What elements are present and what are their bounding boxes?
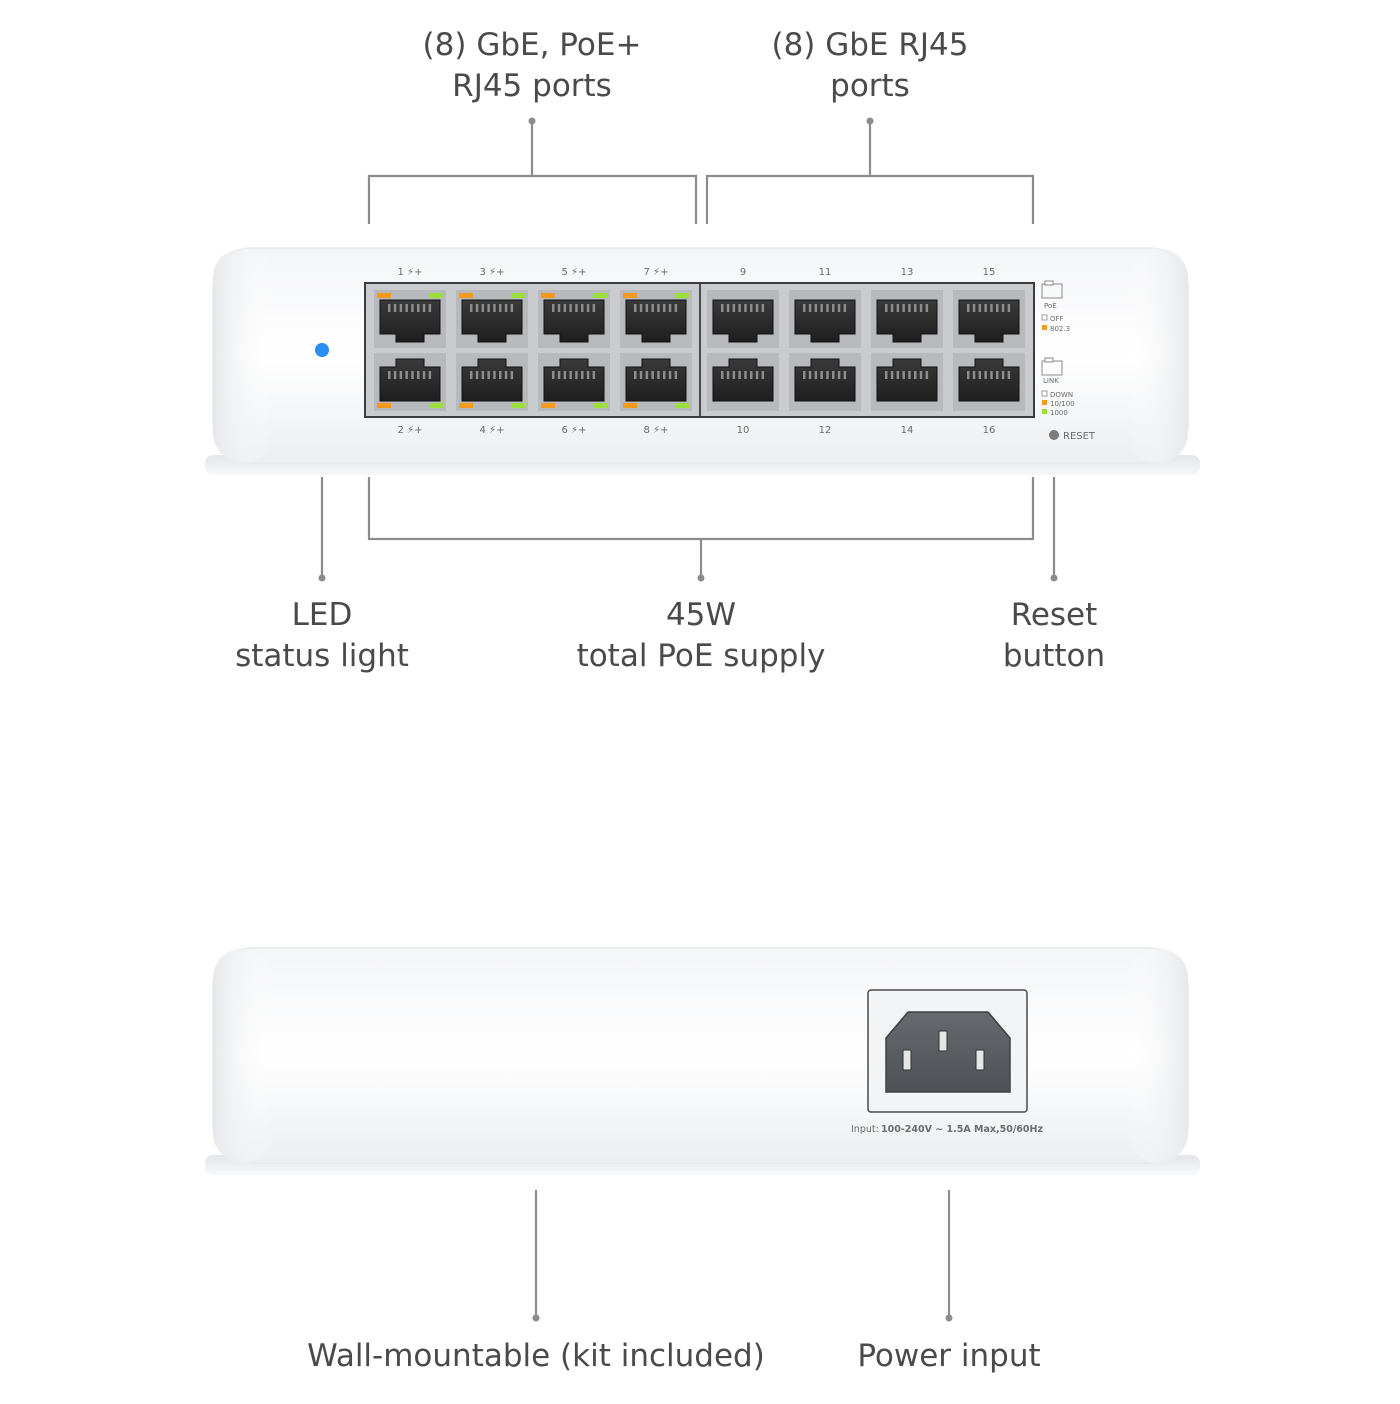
inlet-pin-center xyxy=(938,1030,948,1052)
port-led-speed xyxy=(623,293,637,298)
callout-poe-ports: (8) GbE, PoE+ RJ45 ports xyxy=(422,27,642,104)
port-led-link xyxy=(429,293,443,298)
rear-callout-lines xyxy=(532,1190,953,1322)
link-legend-down: DOWN xyxy=(1050,391,1073,399)
link-legend-10-100: 10/100 xyxy=(1050,400,1075,408)
status-led xyxy=(315,343,329,357)
port-led-link xyxy=(511,293,525,298)
inlet-pin-left xyxy=(902,1049,912,1071)
callout-gbe-ports: (8) GbE RJ45 ports xyxy=(771,27,969,104)
callout-reset-button: Reset button xyxy=(1002,597,1106,674)
port-led-link xyxy=(593,403,607,408)
poe-legend-title: PoE xyxy=(1044,302,1057,310)
port-label-1: 1 ⚡+ xyxy=(398,267,423,278)
callout-wall-mountable: Wall-mountable (kit included) xyxy=(307,1338,765,1374)
power-inlet-socket[interactable] xyxy=(885,1011,1011,1093)
poe-ports-bracket xyxy=(367,174,698,224)
port-led-speed xyxy=(541,293,555,298)
inlet-pin-right xyxy=(975,1049,985,1071)
rj45-port-10[interactable] xyxy=(707,353,779,411)
rj45-port-6[interactable] xyxy=(538,353,610,411)
poe-ports-leader-dot xyxy=(528,117,536,125)
port-label-16: 16 xyxy=(983,425,996,436)
rj45-port-1[interactable] xyxy=(374,290,446,348)
port-led-speed xyxy=(377,293,391,298)
port-label-7: 7 ⚡+ xyxy=(644,267,669,278)
port-label-14: 14 xyxy=(901,425,914,436)
link-legend-title: LINK xyxy=(1043,377,1059,385)
port-label-5: 5 ⚡+ xyxy=(562,267,587,278)
power-rating-value: 100-240V ~ 1.5A Max,50/60Hz xyxy=(881,1124,1043,1135)
port-label-8: 8 ⚡+ xyxy=(644,425,669,436)
rj45-port-15[interactable] xyxy=(953,290,1025,348)
callout-poe-supply: 45W total PoE supply xyxy=(576,597,826,674)
port-label-12: 12 xyxy=(819,425,832,436)
power-rating-prefix: Input: xyxy=(851,1124,879,1135)
port-label-2: 2 ⚡+ xyxy=(398,425,423,436)
reset-button[interactable] xyxy=(1049,430,1059,440)
port-led-speed xyxy=(377,403,391,408)
port-label-3: 3 ⚡+ xyxy=(480,267,505,278)
port-led-link xyxy=(511,403,525,408)
port-label-10: 10 xyxy=(737,425,750,436)
port-led-speed xyxy=(459,293,473,298)
rj45-port-2[interactable] xyxy=(374,353,446,411)
port-label-9: 9 xyxy=(740,267,746,278)
port-led-speed xyxy=(623,403,637,408)
rj45-port-8[interactable] xyxy=(620,353,692,411)
poe-supply-bracket xyxy=(367,477,1035,541)
rj45-ports xyxy=(374,290,1025,411)
port-led-speed xyxy=(459,403,473,408)
gbe-ports-leader-dot xyxy=(866,117,874,125)
port-led-link xyxy=(675,293,689,298)
port-led-link xyxy=(429,403,443,408)
rj45-port-12[interactable] xyxy=(789,353,861,411)
port-label-15: 15 xyxy=(983,267,996,278)
link-legend-1000: 1000 xyxy=(1050,409,1068,417)
front-device: 1 ⚡+ 3 ⚡+ 5 ⚡+ 7 ⚡+ 9 11 13 15 2 ⚡+ 4 ⚡+ 6 ⚡+ 8 ⚡+ 1… xyxy=(205,247,1200,475)
port-label-11: 11 xyxy=(819,267,832,278)
front-callout-lines xyxy=(318,117,1058,582)
port-label-4: 4 ⚡+ xyxy=(480,425,505,436)
reset-label: RESET xyxy=(1063,431,1096,442)
rj45-port-11[interactable] xyxy=(789,290,861,348)
callout-power-input: Power input xyxy=(857,1338,1041,1374)
rj45-port-7[interactable] xyxy=(620,290,692,348)
rj45-port-5[interactable] xyxy=(538,290,610,348)
gbe-ports-bracket xyxy=(705,174,1035,224)
led-legend: PoE OFF 802.3 LINK DOWN 10/100 1000 xyxy=(1041,280,1075,417)
callout-led-status: LED status light xyxy=(235,597,409,674)
port-label-6: 6 ⚡+ xyxy=(562,425,587,436)
rj45-port-9[interactable] xyxy=(707,290,779,348)
rj45-port-3[interactable] xyxy=(456,290,528,348)
rj45-port-16[interactable] xyxy=(953,353,1025,411)
port-led-link xyxy=(675,403,689,408)
port-led-speed xyxy=(541,403,555,408)
rear-device: Input: 100-240V ~ 1.5A Max,50/60Hz xyxy=(205,947,1200,1175)
port-label-13: 13 xyxy=(901,267,914,278)
port-number-labels: 1 ⚡+ 3 ⚡+ 5 ⚡+ 7 ⚡+ 9 11 13 15 2 ⚡+ 4 ⚡+ 6 ⚡+ 8 ⚡+ 1… xyxy=(398,267,996,436)
poe-legend-8023: 802.3 xyxy=(1050,325,1070,333)
rj45-port-4[interactable] xyxy=(456,353,528,411)
rj45-port-14[interactable] xyxy=(871,353,943,411)
rj45-port-13[interactable] xyxy=(871,290,943,348)
poe-legend-off: OFF xyxy=(1050,315,1064,323)
port-led-link xyxy=(593,293,607,298)
